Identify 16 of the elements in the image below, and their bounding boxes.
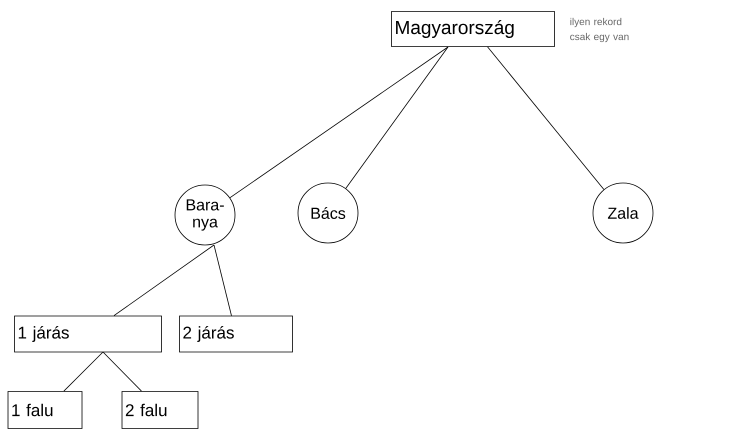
connector-line <box>345 46 448 189</box>
connector-line <box>102 352 142 392</box>
process-box: 2 járás <box>179 316 293 352</box>
circle-node: Bara- nya <box>174 184 236 246</box>
process-box: 1 járás <box>14 316 162 352</box>
connector-line <box>64 352 104 392</box>
connector-line <box>114 244 214 316</box>
process-box: Magyarország <box>391 11 555 47</box>
connector-line <box>230 46 448 198</box>
process-box: 1 falu <box>8 391 82 429</box>
connector-line <box>214 244 232 316</box>
circle-node: Bács <box>298 182 358 244</box>
note-text: ilyen rekord csak egy van <box>570 18 629 42</box>
process-box: 2 falu <box>122 391 198 429</box>
circle-node: Zala <box>592 182 654 244</box>
connector-line <box>487 46 604 190</box>
